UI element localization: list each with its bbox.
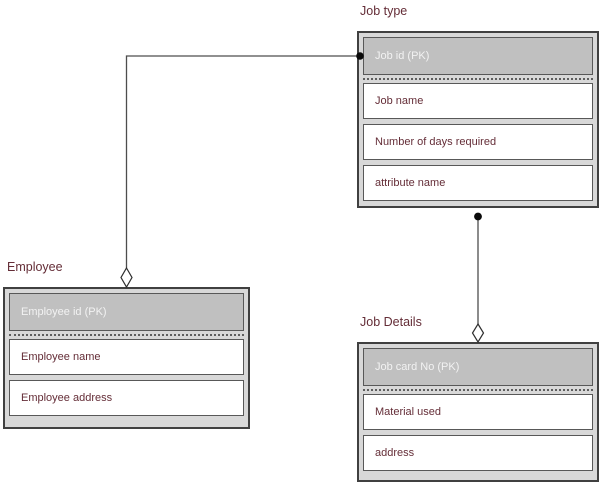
entity-job-type-attribute-row: Job name [363,83,593,119]
entity-job-details-attribute-row: address [363,435,593,471]
entity-job-details-attribute-row: Material used [363,394,593,430]
entity-employee-attribute-row: Employee address [9,380,244,416]
entity-employee-title: Employee [7,260,63,274]
connector-jobtype-jobdetails [471,212,485,344]
entity-employee-box: Employee id (PK) Employee name Employee … [3,287,250,429]
entity-job-type-attribute-row: Number of days required [363,124,593,160]
entity-job-details-box: Job card No (PK) Material used address [357,342,599,482]
entity-employee-attribute-row: Employee name [9,339,244,375]
pk-separator [9,334,244,336]
entity-job-details-pk-row: Job card No (PK) [363,348,593,386]
pk-separator [363,78,593,80]
entity-employee-pk-row: Employee id (PK) [9,293,244,331]
open-diamond-icon [471,322,485,344]
connector-jobtype-employee [120,52,364,289]
connector-line [125,55,360,268]
open-diamond-icon [120,266,133,289]
entity-job-type-pk-row: Job id (PK) [363,37,593,75]
pk-separator [363,389,593,391]
entity-job-type-attribute-row: attribute name [363,165,593,201]
entity-job-type-box: Job id (PK) Job name Number of days requ… [357,31,599,208]
entity-job-type-title: Job type [360,4,408,18]
filled-dot-icon [474,212,482,221]
entity-job-details-title: Job Details [360,315,422,329]
